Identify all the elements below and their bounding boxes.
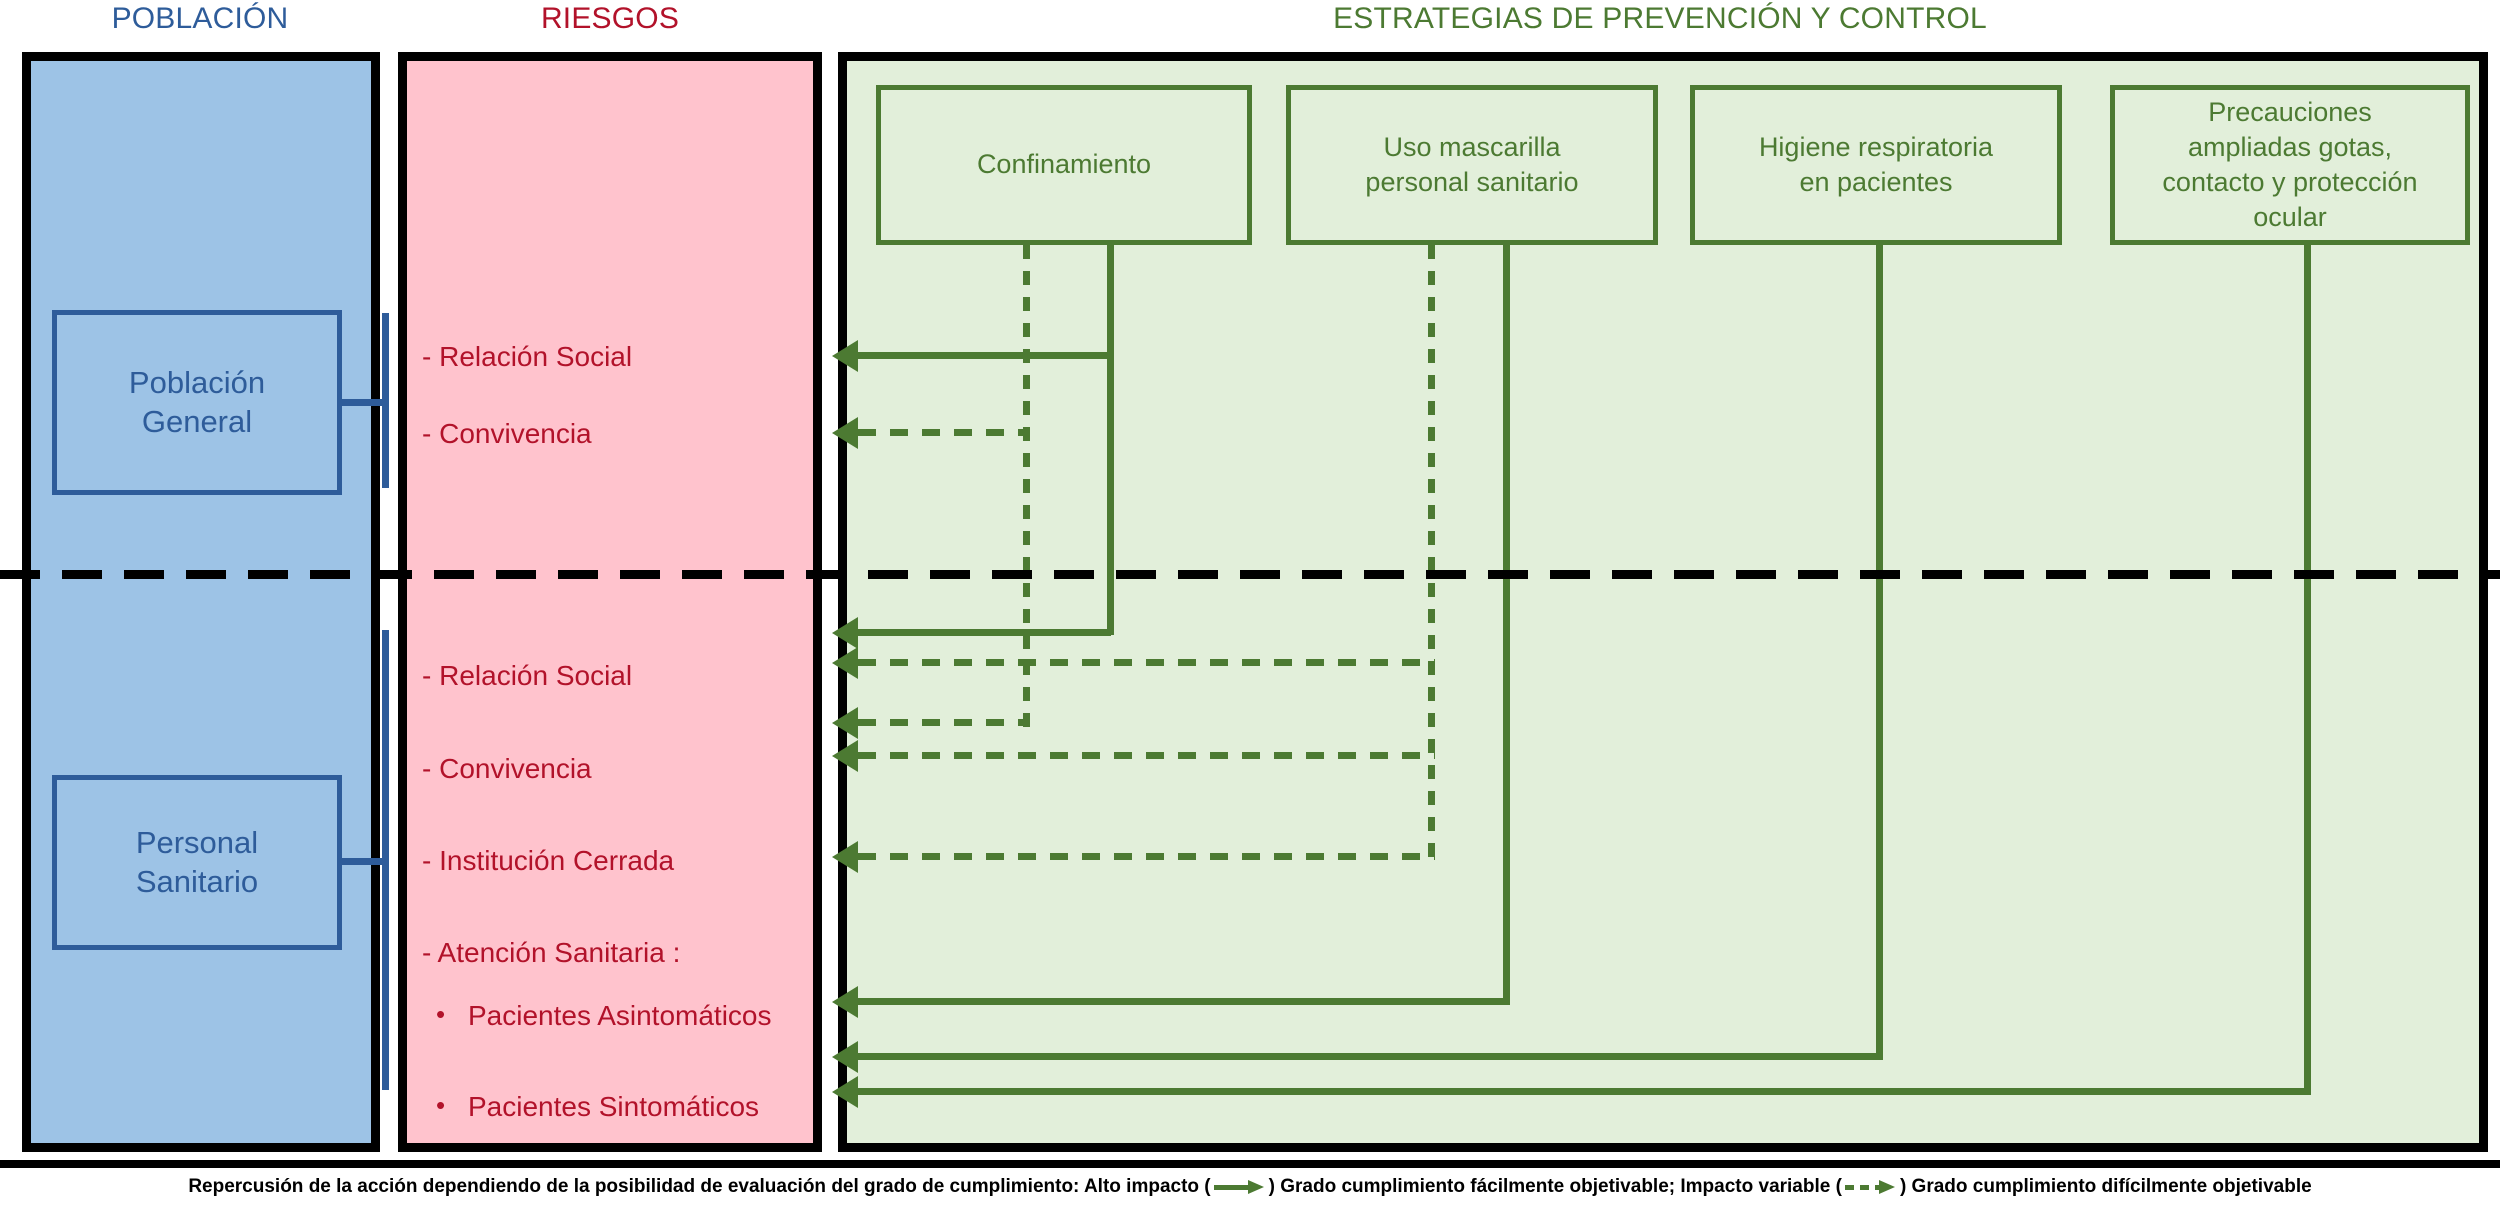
arrowhead-sanitario-relacion-social-dashed [832, 647, 858, 679]
arrowhead-institucion-cerrada [832, 841, 858, 873]
header-poblacion: POBLACIÓN [111, 2, 289, 35]
legend-mid: ) Grado cumplimiento fácilmente objetiva… [1268, 1176, 1842, 1197]
bracket-general-stem [342, 399, 388, 406]
connector-precauciones-solid-trunk [2304, 245, 2311, 1095]
arrowhead-pacientes-asintomaticos [832, 986, 858, 1018]
connector-mascarilla-to-institucion-cerrada [858, 853, 1435, 860]
connector-confinamiento-to-general-relacion-social [858, 352, 1111, 359]
bracket-sanitario-bar [382, 630, 389, 1090]
strategy-confinamiento-line1: Confinamiento [976, 149, 1152, 180]
connector-confinamiento-solid-trunk [1107, 245, 1114, 635]
header-riesgos: RIESGOS [540, 2, 680, 35]
strategy-precauciones-line3: contacto y protección [2162, 167, 2418, 197]
connector-mascarilla-dashed-trunk [1428, 245, 1435, 860]
strategy-box-precauciones[interactable]: Precauciones ampliadas gotas, contacto y… [2110, 85, 2470, 245]
arrowhead-sanitario-convivencia-second [832, 740, 858, 772]
arrowhead-sanitario-relacion-social-solid [832, 617, 858, 649]
connector-confinamiento-to-sanitario-convivencia [858, 719, 1027, 726]
connector-confinamiento-dashed-trunk [1023, 245, 1030, 730]
strategy-box-confinamiento[interactable]: Confinamiento [876, 85, 1252, 245]
risk-sanitario-atencion-sanitaria: - Atención Sanitaria : [422, 937, 681, 968]
population-sanitario-line1: Personal [135, 824, 259, 860]
legend-suffix: ) Grado cumplimiento difícilmente objeti… [1899, 1176, 2312, 1197]
connector-mascarilla-to-sanitario-convivencia [858, 752, 1435, 759]
strategy-mascarilla-line2: personal sanitario [1365, 167, 1579, 197]
connector-mascarilla-to-pacientes-asintomaticos [858, 998, 1510, 1005]
population-divider [0, 570, 2500, 579]
connector-precauciones-to-pacientes-sintomaticos [858, 1088, 2311, 1095]
population-box-sanitario[interactable]: Personal Sanitario [52, 775, 342, 950]
risk-general-convivencia: - Convivencia [422, 418, 592, 449]
connector-mascarilla-solid-trunk [1503, 245, 1510, 1005]
strategy-higiene-line2: en pacientes [1799, 167, 1953, 197]
connector-confinamiento-to-sanitario-relacion-social [858, 629, 1111, 636]
population-box-general[interactable]: Población General [52, 310, 342, 495]
risk-sanitario-convivencia: - Convivencia [422, 753, 592, 784]
high-impact-solid-arrow-icon [1213, 1180, 1266, 1194]
strategy-higiene-line1: Higiene respiratoria [1758, 131, 1994, 162]
connector-confinamiento-to-general-convivencia [858, 429, 1027, 436]
arrowhead-sanitario-convivencia-dashed [832, 707, 858, 739]
population-general-line1: Población [128, 364, 266, 400]
population-sanitario-line2: Sanitario [135, 863, 259, 899]
arrowhead-pacientes-sintomaticos-higiene [832, 1041, 858, 1073]
strategy-precauciones-line2: ampliadas gotas, [2187, 131, 2393, 162]
risk-sanitario-relacion-social: - Relación Social [422, 660, 633, 691]
risk-sanitario-institucion-cerrada: - Institución Cerrada [422, 845, 675, 876]
panel-poblacion [22, 52, 380, 1152]
strategy-mascarilla-line1: Uso mascarilla [1383, 131, 1561, 162]
arrowhead-general-relacion-social [832, 340, 858, 372]
arrowhead-pacientes-sintomaticos-precauciones [832, 1076, 858, 1108]
population-general-line2: General [141, 403, 253, 439]
connector-higiene-to-pacientes-sintomaticos [858, 1053, 1883, 1060]
risk-bullet-pacientes-sintomaticos: Pacientes Sintomáticos [436, 1090, 759, 1123]
connector-mascarilla-to-sanitario-relacion-social [858, 659, 1435, 666]
bracket-sanitario-stem [342, 858, 388, 865]
legend-footer: Repercusión de la acción dependiendo de … [0, 1176, 2500, 1198]
strategy-precauciones-line4: ocular [2253, 202, 2327, 233]
legend-prefix: Repercusión de la acción dependiendo de … [188, 1176, 1211, 1197]
strategy-box-mascarilla[interactable]: Uso mascarilla personal sanitario [1286, 85, 1658, 245]
risk-bullet-pacientes-asintomaticos: Pacientes Asintomáticos [436, 999, 771, 1032]
strategy-box-higiene[interactable]: Higiene respiratoria en pacientes [1690, 85, 2062, 245]
bracket-general-bar [382, 313, 389, 488]
strategy-precauciones-line1: Precauciones [2208, 96, 2372, 127]
panel-riesgos [398, 52, 822, 1152]
variable-impact-dashed-arrow-icon [1844, 1180, 1897, 1194]
arrowhead-general-convivencia [832, 417, 858, 449]
footer-rule [0, 1160, 2500, 1168]
risk-general-relacion-social: - Relación Social [422, 341, 633, 372]
header-estrategias: ESTRATEGIAS DE PREVENCIÓN Y CONTROL [1333, 2, 1987, 35]
connector-higiene-solid-trunk [1876, 245, 1883, 1060]
